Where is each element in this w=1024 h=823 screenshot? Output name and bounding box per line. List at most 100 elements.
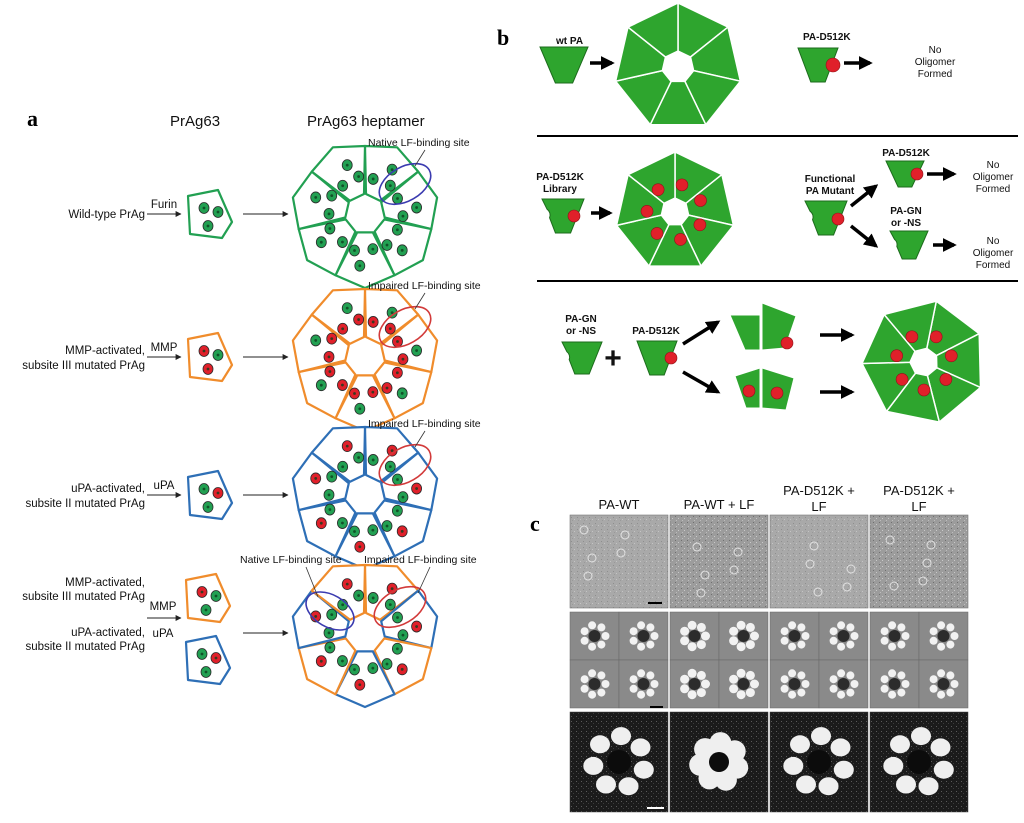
- heptamer-domain-3-5-2-core: [330, 613, 334, 617]
- heptamer-subunit-0-6: [310, 144, 367, 202]
- class-avg-lobe-2-0-1-0: [850, 632, 859, 640]
- row2-d512k-monomer: [885, 160, 925, 188]
- class-avg-pore-1-1-0: [688, 678, 701, 690]
- site-pointer-0: [414, 149, 426, 167]
- plus-sign: +: [604, 342, 622, 375]
- particle-2-4: [813, 587, 823, 597]
- label-library-2: Library: [543, 184, 577, 195]
- class-avg-lobe-2-1-0-2: [788, 690, 797, 699]
- heptamer-domain-1-0-0-core: [371, 320, 375, 324]
- class-avg-lobe-0-1-1-5: [637, 669, 646, 678]
- heptamer-domain-0-1-1-core: [415, 206, 418, 209]
- class-avg-lobe-0-1-0-3: [580, 684, 589, 693]
- particle-3-4: [926, 540, 936, 550]
- average-pore-3: [907, 750, 931, 774]
- arrow-row3-down: [682, 370, 721, 394]
- panel-b: wt PA PA-D512K No Oligomer Formed PA-D51…: [536, 1, 1018, 424]
- monomer-domain-1-0-core: [202, 206, 206, 210]
- label-row3-pa-gn-2: or -NS: [566, 326, 596, 337]
- average-lobe-3-5: [911, 727, 931, 746]
- heptamer-domain-0-5-1-core: [314, 196, 318, 199]
- site-ellipse-0: [378, 162, 432, 206]
- class-avg-pore-0-1-1: [637, 678, 650, 690]
- label-pa-d512k: PA-D512K: [803, 32, 851, 43]
- average-lobe-1-6: [723, 740, 746, 763]
- heptamer-domain-3-3-1-core: [358, 683, 362, 687]
- monomer-domain-1-2-core: [202, 487, 206, 491]
- monomer-outline-0: [186, 188, 234, 240]
- heptamer-domain-2-1-0-core: [396, 478, 399, 481]
- library-heptamer-site-3: [674, 233, 687, 246]
- library-heptamer-site-4: [650, 227, 664, 240]
- particle-2-2: [809, 541, 819, 551]
- panel-label-c: c: [530, 511, 540, 536]
- class-avg-lobe-2-0-0-6: [797, 623, 806, 632]
- column-header-monomer: PrAg63: [170, 113, 220, 130]
- heptamer-domain-2-4-2-core: [328, 508, 332, 511]
- label-wt-pa: wt PA: [555, 36, 583, 47]
- pa-d512k-monomer-row1: [797, 47, 839, 83]
- label-no-oligomer-1a: No: [929, 45, 942, 56]
- class-avg-pore-3-0-0: [888, 630, 901, 642]
- heptamer-subunit-1-6: [310, 287, 367, 345]
- class-avg-lobe-1-1-0-4: [680, 674, 690, 684]
- heptamer-domain-1-1-1-core: [415, 349, 418, 352]
- heptamer-domain-2-6-1-core: [345, 444, 349, 448]
- class-avg-lobe-0-1-0-2: [588, 690, 597, 699]
- class-avg-pore-1-0-1: [737, 630, 750, 642]
- panel-a: PrAg63 PrAg63 heptamer Wild-type PrAgFur…: [22, 113, 481, 709]
- heptamer-domain-2-3-0-core: [371, 528, 375, 532]
- row2-gn-monomer: [889, 230, 929, 260]
- class-avg-lobe-2-0-0-4: [780, 627, 789, 636]
- heptamer-domain-3-2-0-core: [395, 647, 399, 651]
- heptamer-domain-0-4-0-core: [341, 240, 344, 244]
- class-avg-lobe-2-0-0-3: [780, 636, 789, 645]
- particle-0-3: [620, 530, 630, 540]
- class-avg-pore-0-0-0: [588, 630, 601, 642]
- class-avg-lobe-1-1-0-5: [687, 668, 697, 678]
- heptamer-domain-0-2-0-core: [395, 228, 399, 232]
- class-avg-lobe-2-1-0-0: [801, 680, 810, 688]
- heptamer-subunit-3-1: [380, 589, 439, 650]
- heptamer-domain-3-3-0-core: [371, 666, 375, 670]
- class-avg-lobe-0-0-1-2: [637, 642, 646, 651]
- heptamer-domain-1-5-1-core: [314, 339, 318, 342]
- library-heptamer-site-1: [694, 194, 707, 207]
- particle-3-0: [918, 576, 928, 586]
- class-avg-pore-0-0-1: [637, 630, 650, 642]
- class-avg-lobe-3-1-0-6: [897, 671, 906, 680]
- class-avg-lobe-0-0-1-5: [637, 621, 646, 630]
- average-lobe-3-2: [896, 775, 916, 794]
- heptamer-domain-0-2-2-core: [385, 243, 389, 247]
- label-pa-d512k-row2: PA-D512K: [882, 148, 930, 159]
- heptamer-domain-2-0-1-core: [390, 449, 394, 453]
- label-functional-1: Functional: [805, 174, 856, 185]
- class-avg-lobe-1-0-1-2: [736, 642, 746, 652]
- heptamer-domain-3-6-1-core: [345, 582, 349, 586]
- heptamer-domain-1-3-2-core: [353, 392, 356, 395]
- average-lobe-1-1: [714, 768, 737, 791]
- library-heptamer-site-0: [675, 178, 689, 192]
- row3-d512k-monomer: [636, 340, 678, 376]
- site-label-0: Native LF-binding site: [368, 137, 470, 149]
- average-lobe-3-4: [890, 735, 910, 754]
- micrograph-2: [769, 514, 869, 609]
- particle-0-2: [583, 571, 593, 581]
- heptamer-domain-2-5-0-core: [327, 493, 331, 497]
- heptamer-domain-1-6-0-core: [341, 327, 345, 331]
- heptamer-domain-1-3-1-core: [358, 407, 362, 411]
- row-label-2-1: subsite II mutated PrAg: [25, 498, 145, 510]
- particle-1-2: [696, 588, 706, 598]
- class-avg-lobe-1-1-1-3: [729, 684, 739, 694]
- monomer-domain-3-0-core: [206, 224, 210, 228]
- heptamer-subunit-0-3: [334, 231, 396, 290]
- class-avg-lobe-1-0-0-0: [701, 631, 710, 641]
- row3-heptamer-site-6: [905, 330, 919, 344]
- particle-3-2: [922, 558, 932, 568]
- class-avg-lobe-0-0-1-3: [629, 636, 638, 645]
- row3-heptamer-site-5: [890, 349, 904, 363]
- class-avg-lobe-0-0-1-4: [629, 627, 638, 636]
- class-avg-lobe-3-0-1-3: [929, 636, 938, 645]
- library-heptamer-site-5: [640, 204, 654, 218]
